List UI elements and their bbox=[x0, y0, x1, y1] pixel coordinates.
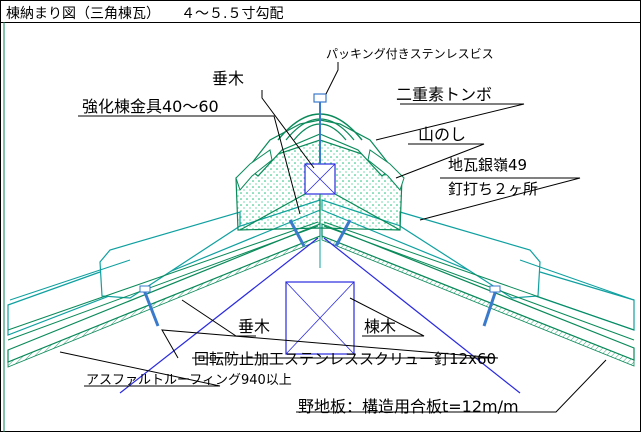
leader-nojiita bbox=[296, 359, 607, 413]
screw-left-eave bbox=[142, 289, 160, 327]
packing-screw-head bbox=[313, 93, 327, 103]
right-rafter-blue bbox=[323, 237, 521, 394]
right-eave-tile bbox=[399, 211, 541, 299]
screw-right-eave bbox=[482, 289, 498, 327]
label-kyouka-kanagu: 強化棟金具40～60 bbox=[82, 97, 219, 116]
ridge-assembly bbox=[235, 93, 405, 268]
right-roof bbox=[321, 199, 635, 394]
label-jigawara: 地瓦銀嶺49 bbox=[448, 156, 527, 174]
screw-left-upper bbox=[288, 219, 306, 247]
leader-packing-screw bbox=[325, 62, 339, 95]
screw-left-eave-head bbox=[139, 285, 151, 293]
label-kugi-uchi: 釘打ち２ヶ所 bbox=[448, 180, 538, 198]
label-packing-screw: パッキング付きステンレスビス bbox=[326, 47, 494, 61]
left-roof-green-2 bbox=[7, 225, 319, 341]
label-screw-nail: 回転防止加工ステンレススクリュー釘12x60 bbox=[194, 350, 496, 368]
leader-yamanoshi bbox=[395, 143, 485, 179]
diagram-title: 棟納まり図（三角棟瓦） ４～５.５寸勾配 bbox=[6, 6, 284, 22]
yamanoshi-right bbox=[367, 149, 405, 191]
leader-nijuu-tonbo bbox=[375, 103, 525, 141]
right-roof-green-2 bbox=[323, 225, 635, 341]
leader-jigawara bbox=[419, 177, 581, 221]
ridge-kanagu-right bbox=[334, 193, 401, 231]
label-asphalt: アスファルトルーフィング940以上 bbox=[86, 373, 292, 388]
labels: パッキング付きステンレスビス 垂木 二重素トンボ 強化棟金具40～60 山のし … bbox=[82, 47, 538, 416]
label-taruki-bottom: 垂木 bbox=[238, 317, 270, 336]
right-tile-line bbox=[519, 259, 635, 301]
screw-right-upper bbox=[334, 219, 352, 247]
leader-muneki bbox=[349, 297, 425, 337]
leader-kyouka bbox=[78, 115, 301, 215]
leader-taruki-top bbox=[261, 90, 315, 169]
left-rafter-blue bbox=[119, 237, 319, 394]
label-muneki: 棟木 bbox=[364, 317, 396, 336]
left-roof-green-1 bbox=[7, 221, 319, 331]
screws bbox=[139, 219, 501, 327]
yamanoshi-left bbox=[235, 149, 273, 191]
ridge-kanagu-left bbox=[239, 193, 306, 231]
label-taruki-top: 垂木 bbox=[212, 69, 244, 88]
screw-right-eave-head bbox=[489, 285, 501, 293]
label-yamanoshi: 山のし bbox=[418, 125, 466, 144]
ridge-taruki-x2 bbox=[304, 163, 336, 195]
muneki-beam bbox=[285, 281, 355, 355]
left-tile-line bbox=[9, 259, 131, 301]
leader-screw-nail bbox=[161, 329, 499, 359]
label-nojiita: 野地板：構造用合板t=12m/m bbox=[298, 397, 519, 416]
leaders bbox=[59, 62, 607, 413]
right-asphalt-layer bbox=[321, 235, 635, 367]
muneki-x2 bbox=[285, 281, 355, 355]
title-bar: 棟納まり図（三角棟瓦） ４～５.５寸勾配 bbox=[0, 0, 641, 22]
label-nijuu-tonbo: 二重素トンボ bbox=[396, 85, 492, 104]
right-roof-green-1 bbox=[323, 221, 635, 331]
leader-asphalt bbox=[59, 351, 221, 387]
